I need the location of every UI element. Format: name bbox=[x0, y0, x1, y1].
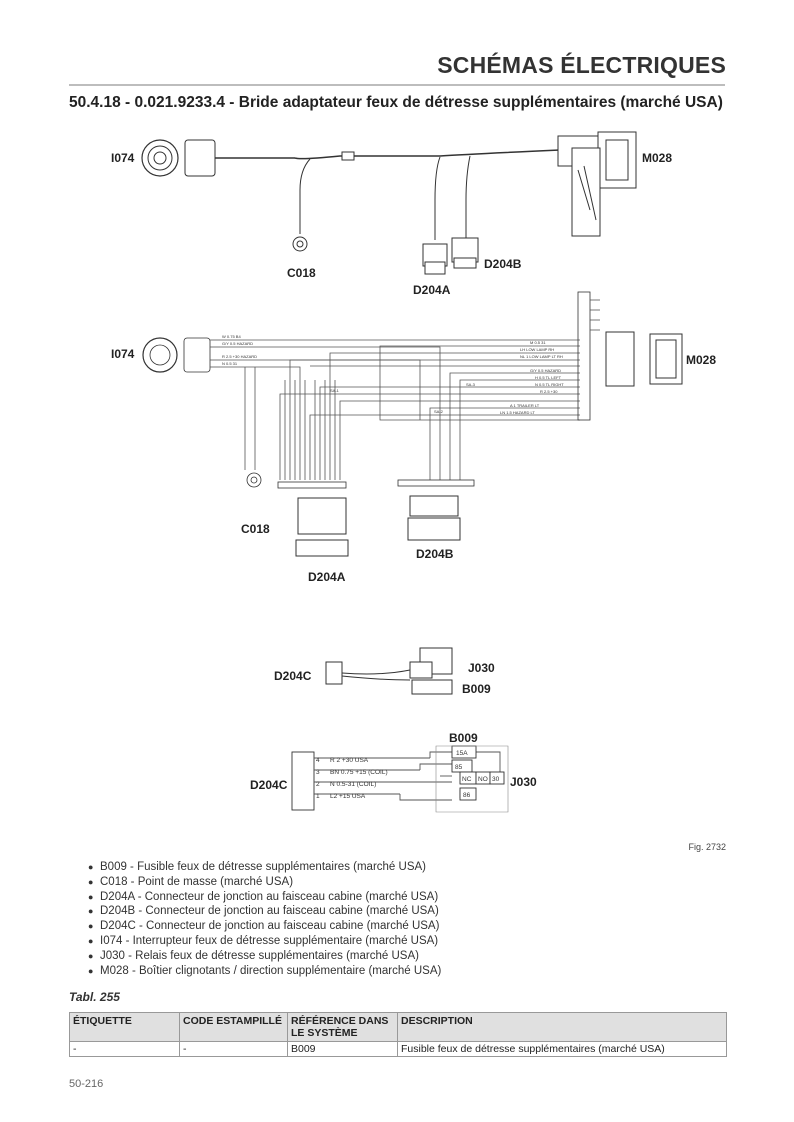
d204c-pin-1: 1 bbox=[316, 793, 320, 800]
components-table: ÉTIQUETTE CODE ESTAMPILLÉ RÉFÉRENCE DANS… bbox=[69, 1012, 727, 1057]
harness-view bbox=[141, 131, 637, 275]
column-header-etiquette: ÉTIQUETTE bbox=[69, 1012, 180, 1042]
pin-85: 85 bbox=[455, 764, 463, 771]
svg-text:NL 1 LOW LAMP LT RH: NL 1 LOW LAMP LT RH bbox=[520, 354, 563, 359]
label-d204c-top: D204C bbox=[274, 669, 312, 683]
d204c-wire-2: N 0.5-31 (COIL) bbox=[330, 781, 376, 788]
d204c-wire-4: R 2 +30 USA bbox=[330, 757, 369, 764]
middle-connectors bbox=[295, 331, 683, 557]
legend-item: J030 - Relais feux de détresse supplémen… bbox=[88, 949, 441, 964]
legend-item: D204C - Connecteur de jonction au faisce… bbox=[88, 919, 441, 934]
column-header-description: DESCRIPTION bbox=[397, 1012, 727, 1042]
svg-text:R 2.5 +30: R 2.5 +30 bbox=[540, 389, 558, 394]
d204c-pin-3: 3 bbox=[316, 769, 320, 776]
legend-item: D204B - Connecteur de jonction au faisce… bbox=[88, 904, 441, 919]
label-d204c-bottom: D204C bbox=[250, 778, 288, 792]
label-d204b-top: D204B bbox=[484, 257, 522, 271]
d204c-pin-2: 2 bbox=[316, 781, 320, 788]
legend-item: B009 - Fusible feux de détresse suppléme… bbox=[88, 860, 441, 875]
label-m028-top: M028 bbox=[642, 151, 672, 165]
legend-item: C018 - Point de masse (marché USA) bbox=[88, 875, 441, 890]
module-m028-top bbox=[557, 131, 637, 237]
label-b009-bottom: B009 bbox=[449, 731, 478, 745]
svg-text:SA-2: SA-2 bbox=[434, 409, 444, 414]
svg-text:SA-3: SA-3 bbox=[466, 382, 476, 387]
svg-text:N 0.5 31: N 0.5 31 bbox=[222, 361, 238, 366]
label-b009-top: B009 bbox=[462, 682, 491, 696]
svg-text:SA-1: SA-1 bbox=[330, 388, 340, 393]
table-row: - - B009 Fusible feux de détresse supplé… bbox=[69, 1041, 727, 1057]
header-divider bbox=[69, 84, 725, 86]
relay-harness-view bbox=[325, 647, 453, 695]
relay-pin-labels: 15A 85 NC NO 30 86 bbox=[455, 750, 500, 799]
svg-text:G/Y 0.5 HAZARD: G/Y 0.5 HAZARD bbox=[530, 368, 561, 373]
legend-list: B009 - Fusible feux de détresse suppléme… bbox=[88, 860, 441, 978]
table-header-row: ÉTIQUETTE CODE ESTAMPILLÉ RÉFÉRENCE DANS… bbox=[69, 1012, 727, 1042]
column-header-reference: RÉFÉRENCE DANS LE SYSTÈME bbox=[287, 1012, 398, 1042]
d204c-wire-1: L2 +15 USA bbox=[330, 793, 366, 800]
wiring-diagram: I074 M028 C018 D204B D204A bbox=[111, 131, 716, 813]
wire-labels-decor: W 0.75 B4 G/Y 0.5 HAZARD R 2.5 +30 HAZAR… bbox=[222, 334, 564, 415]
svg-text:R 2.5 +30 HAZARD: R 2.5 +30 HAZARD bbox=[222, 354, 257, 359]
d204c-pin-4: 4 bbox=[316, 757, 320, 764]
table-caption: Tabl. 255 bbox=[69, 990, 120, 1004]
label-j030-bottom: J030 bbox=[510, 775, 537, 789]
label-m028-mid: M028 bbox=[686, 353, 716, 367]
section-title: 50.4.18 - 0.021.9233.4 - Bride adaptateu… bbox=[69, 94, 723, 111]
cell-etiquette: - bbox=[69, 1041, 180, 1057]
svg-text:W 0.75 B4: W 0.75 B4 bbox=[222, 334, 241, 339]
pin-30: 30 bbox=[492, 776, 500, 783]
page-number: 50-216 bbox=[69, 1078, 104, 1090]
svg-text:A 1 TRAILER LT: A 1 TRAILER LT bbox=[510, 403, 540, 408]
cell-code: - bbox=[179, 1041, 288, 1057]
svg-text:N 0.5 TL RIGHT: N 0.5 TL RIGHT bbox=[535, 382, 564, 387]
label-i074-mid: I074 bbox=[111, 347, 135, 361]
wire-schematic bbox=[142, 291, 600, 489]
svg-text:LN 1.5 HAZARD LT: LN 1.5 HAZARD LT bbox=[500, 410, 535, 415]
page-title: SCHÉMAS ÉLECTRIQUES bbox=[437, 52, 726, 78]
svg-text:LH LOW LAMP RH: LH LOW LAMP RH bbox=[520, 347, 554, 352]
d204c-wire-labels: 4 R 2 +30 USA 3 BN 0.75 +15 (COIL) 2 N 0… bbox=[316, 757, 388, 800]
cell-reference: B009 bbox=[287, 1041, 398, 1057]
svg-text:M 0.5 31: M 0.5 31 bbox=[530, 340, 546, 345]
switch-i074-top bbox=[141, 139, 295, 177]
figure-number: Fig. 2732 bbox=[688, 842, 726, 852]
legend-item: M028 - Boîtier clignotants / direction s… bbox=[88, 964, 441, 979]
label-i074-top: I074 bbox=[111, 151, 135, 165]
fuse-rating: 15A bbox=[456, 750, 468, 757]
label-d204a-mid: D204A bbox=[308, 570, 346, 584]
label-j030-top: J030 bbox=[468, 661, 495, 675]
cell-description: Fusible feux de détresse supplémentaires… bbox=[397, 1041, 727, 1057]
legend-item: D204A - Connecteur de jonction au faisce… bbox=[88, 890, 441, 905]
d204c-wire-3: BN 0.75 +15 (COIL) bbox=[330, 769, 388, 776]
relay-schematic bbox=[291, 745, 509, 813]
label-c018-top: C018 bbox=[287, 266, 316, 280]
label-d204a-top: D204A bbox=[413, 283, 451, 297]
pin-86: 86 bbox=[463, 792, 471, 799]
svg-text:G/Y 0.5 HAZARD: G/Y 0.5 HAZARD bbox=[222, 341, 253, 346]
pin-nc: NC bbox=[462, 776, 472, 783]
legend-item: I074 - Interrupteur feux de détresse sup… bbox=[88, 934, 441, 949]
label-d204b-mid: D204B bbox=[416, 547, 454, 561]
column-header-code: CODE ESTAMPILLÉ bbox=[179, 1012, 288, 1042]
pin-no: NO bbox=[478, 776, 488, 783]
label-c018-mid: C018 bbox=[241, 522, 270, 536]
svg-text:H 0.5 TL LEFT: H 0.5 TL LEFT bbox=[535, 375, 562, 380]
